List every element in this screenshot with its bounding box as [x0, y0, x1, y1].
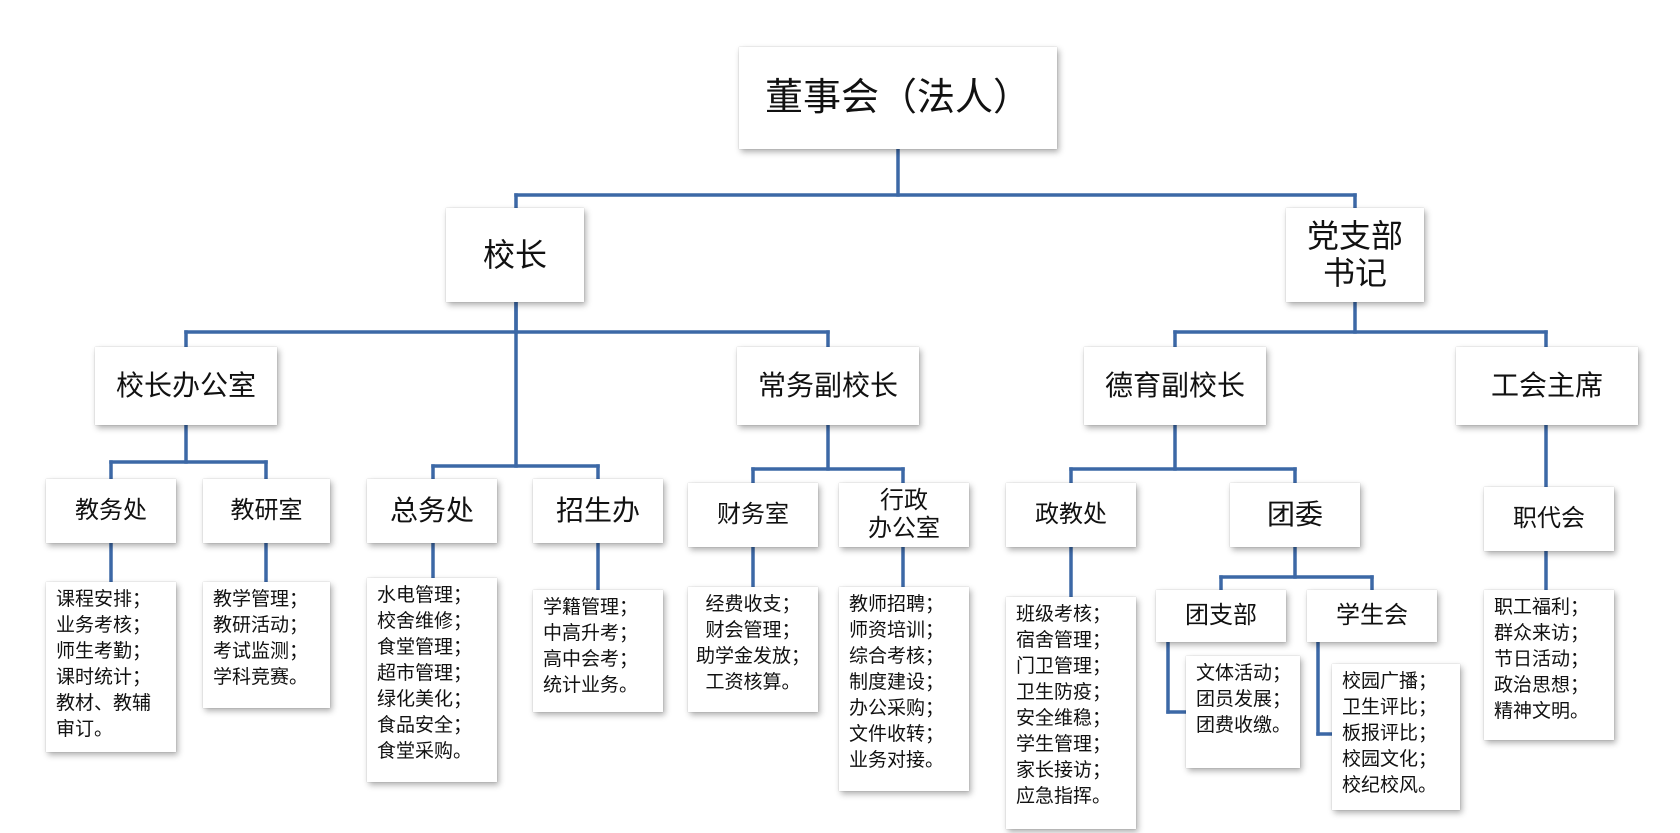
duties-staff-congress: 职工福利； 群众来访； 节日活动； 政治思想； 精神文明。	[1484, 590, 1614, 740]
node-moral-vice-principal: 德育副校长	[1084, 347, 1266, 425]
duties-general-affairs: 水电管理； 校舍维修； 食堂管理； 超市管理； 绿化美化； 食品安全； 食堂采购…	[367, 578, 497, 782]
node-academic-affairs: 教务处	[46, 479, 176, 543]
node-league-branch: 团支部	[1156, 590, 1286, 642]
node-political-education: 政教处	[1006, 483, 1136, 547]
node-general-affairs: 总务处	[367, 479, 497, 543]
duties-league-branch: 文体活动； 团员发展； 团费收缴。	[1186, 656, 1300, 768]
node-board: 董事会（法人）	[739, 47, 1057, 149]
node-party-secretary: 党支部 书记	[1286, 208, 1424, 302]
node-executive-vice-principal: 常务副校长	[737, 347, 919, 425]
node-admissions: 招生办	[533, 479, 663, 543]
duties-finance: 经费收支； 财会管理； 助学金发放； 工资核算。	[688, 587, 818, 712]
duties-academic-affairs: 课程安排； 业务考核； 师生考勤； 课时统计； 教材、教辅 审订。	[46, 582, 176, 752]
node-admin-office: 行政 办公室	[839, 483, 969, 547]
node-staff-congress: 职代会	[1484, 487, 1614, 551]
duties-student-union: 校园广播； 卫生评比； 板报评比； 校园文化； 校纪校风。	[1332, 664, 1460, 810]
node-student-union: 学生会	[1307, 590, 1437, 642]
duties-teaching-research: 教学管理； 教研活动； 考试监测； 学科竞赛。	[203, 582, 330, 708]
node-teaching-research: 教研室	[203, 479, 330, 543]
node-union-chair: 工会主席	[1456, 347, 1638, 425]
node-finance: 财务室	[688, 483, 818, 547]
duties-political-education: 班级考核； 宿舍管理； 门卫管理； 卫生防疫； 安全维稳； 学生管理； 家长接访…	[1006, 597, 1136, 829]
node-youth-league: 团委	[1230, 483, 1360, 547]
duties-admissions: 学籍管理； 中高升考； 高中会考； 统计业务。	[533, 590, 663, 712]
duties-admin-office: 教师招聘； 师资培训； 综合考核； 制度建设； 办公采购； 文件收转； 业务对接…	[839, 587, 969, 791]
node-principal: 校长	[446, 208, 584, 302]
node-principal-office: 校长办公室	[95, 347, 277, 425]
